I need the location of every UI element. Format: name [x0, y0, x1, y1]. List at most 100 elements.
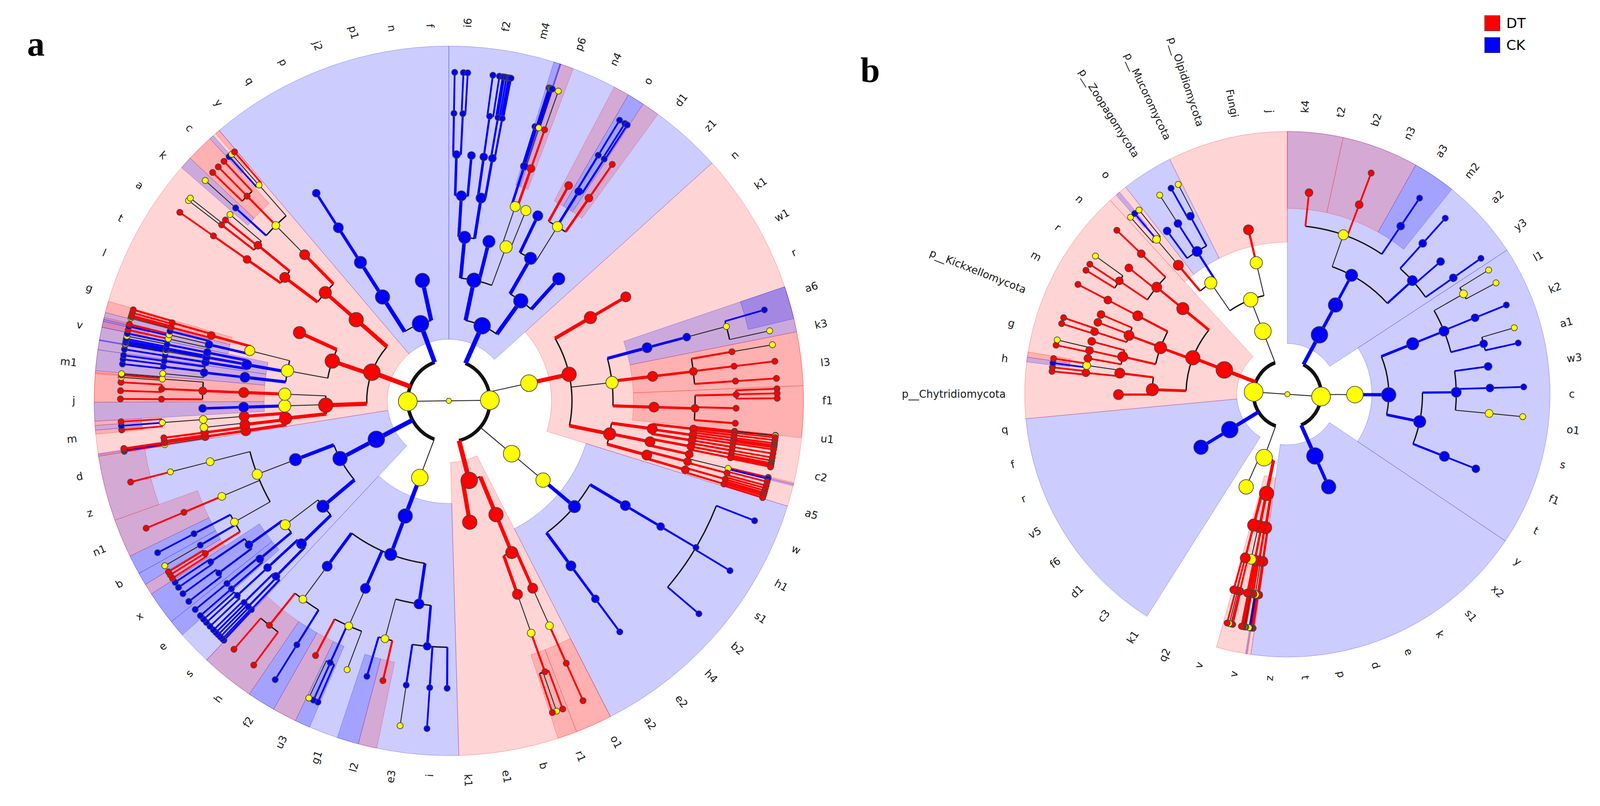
clade-label: k1 — [750, 174, 771, 193]
branch-line — [537, 88, 551, 128]
branch-line — [304, 254, 334, 284]
branch-line — [205, 180, 237, 208]
clade-shade — [94, 401, 265, 422]
taxon-node — [1096, 310, 1105, 319]
taxon-node — [535, 472, 551, 488]
taxon-node — [126, 321, 133, 328]
branch-line — [123, 355, 165, 361]
clade-label: e1 — [499, 767, 514, 786]
taxon-node — [1050, 355, 1057, 362]
taxon-node — [230, 518, 239, 526]
branch-layer — [1052, 172, 1524, 628]
branch-line — [602, 123, 625, 159]
branch-line — [244, 412, 286, 416]
branch-line — [121, 373, 163, 378]
clade-shade — [630, 331, 804, 393]
clade-label: l3 — [818, 355, 832, 369]
taxon-node — [751, 517, 758, 524]
clade-shade — [632, 385, 804, 438]
panel-label: a — [27, 26, 45, 62]
branch-line — [1134, 213, 1157, 240]
taxon-node — [475, 193, 487, 204]
clade-label: w1 — [771, 206, 793, 226]
branch-line — [131, 315, 172, 326]
taxon-node — [159, 419, 166, 426]
taxon-node — [1515, 339, 1522, 346]
taxon-node — [312, 651, 319, 659]
taxon-node — [1152, 235, 1161, 244]
taxon-node — [348, 312, 364, 327]
clade-label: y3 — [1510, 215, 1530, 234]
branch-line — [207, 352, 248, 361]
taxon-node — [1185, 350, 1201, 365]
taxon-node — [279, 412, 292, 425]
branch-line — [205, 531, 240, 554]
taxon-node — [160, 434, 167, 441]
branch-line — [1347, 204, 1360, 237]
clade-label: f2 — [499, 18, 514, 34]
taxon-node — [733, 405, 740, 412]
branch-line — [1159, 194, 1179, 224]
taxon-node — [207, 558, 214, 565]
taxon-node — [1113, 389, 1124, 400]
taxon-node — [281, 364, 294, 377]
branch-line — [163, 432, 205, 438]
branch-line — [736, 393, 778, 395]
taxon-node — [202, 177, 209, 184]
clade-label: c — [182, 120, 197, 135]
taxon-node — [1103, 296, 1112, 304]
clade-shade — [450, 455, 611, 756]
branch-line — [1425, 277, 1454, 297]
taxon-node — [681, 465, 690, 474]
taxon-node — [1243, 292, 1259, 307]
taxon-node — [1338, 229, 1349, 240]
taxon-node — [527, 628, 536, 637]
taxon-node — [423, 725, 430, 732]
taxon-node — [499, 115, 506, 122]
taxon-node — [154, 549, 161, 556]
branch-line — [517, 594, 532, 633]
taxon-node — [200, 423, 208, 432]
branch-line — [188, 576, 222, 602]
branch-arc — [548, 221, 566, 232]
taxon-node — [683, 457, 692, 466]
taxon-node — [1060, 314, 1067, 321]
clade-label: o1 — [607, 732, 625, 752]
taxon-node — [641, 449, 652, 460]
branch-line — [296, 609, 319, 645]
branch-arc — [334, 618, 362, 631]
branch-line — [549, 625, 567, 663]
taxon-node — [231, 148, 238, 156]
taxon-node — [552, 221, 563, 232]
taxon-node — [1311, 326, 1328, 343]
taxon-node — [690, 404, 699, 413]
clade-shade — [1377, 165, 1452, 250]
taxon-node — [466, 272, 482, 288]
taxon-node — [398, 391, 418, 411]
taxon-node — [344, 666, 351, 673]
taxon-node — [305, 694, 312, 701]
branch-line — [1489, 413, 1523, 417]
taxon-node — [1492, 279, 1499, 286]
branch-line — [454, 72, 455, 114]
branch-line — [544, 91, 559, 130]
clade-label: i6 — [461, 16, 475, 30]
clade-label: b2 — [727, 638, 748, 659]
branch-line — [694, 549, 730, 571]
taxon-node — [223, 580, 230, 587]
branch-line — [565, 197, 589, 232]
taxon-node — [521, 205, 532, 216]
taxon-node — [241, 359, 252, 370]
branch-line — [590, 484, 626, 506]
taxon-node — [729, 348, 736, 355]
branch-line — [259, 184, 287, 216]
branch-line — [645, 458, 686, 470]
taxon-node — [215, 569, 223, 576]
branch-line — [1359, 172, 1371, 205]
branch-arc — [250, 451, 271, 502]
clade-label: k2 — [1545, 279, 1565, 297]
taxon-node — [118, 418, 125, 425]
taxon-node — [192, 606, 199, 613]
taxon-node — [532, 210, 543, 221]
branch-line — [1141, 253, 1166, 277]
